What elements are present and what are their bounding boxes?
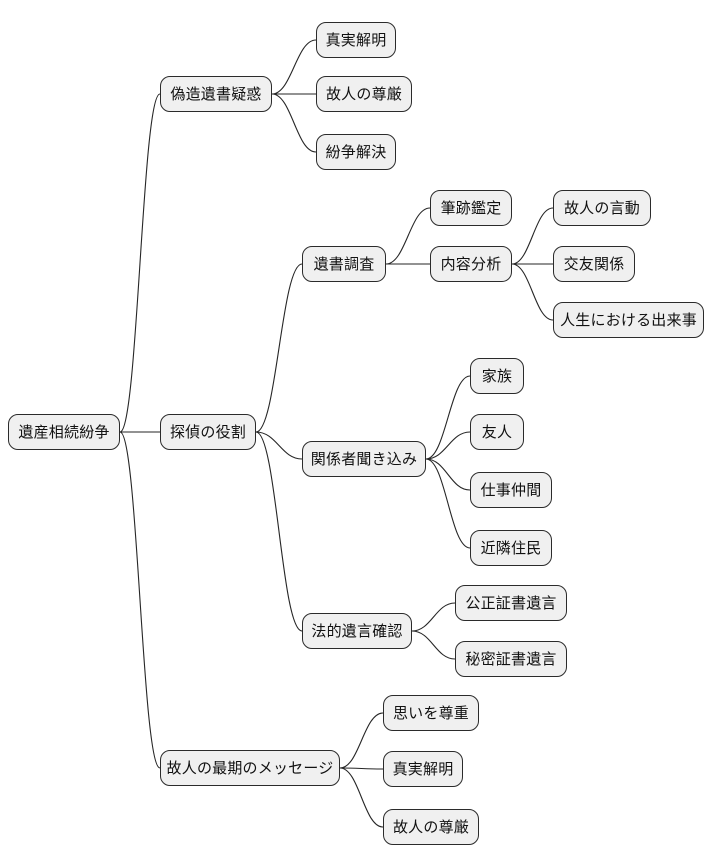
node-truth-clarification-2[interactable]: 真実解明 xyxy=(383,751,463,787)
edge xyxy=(385,207,431,265)
node-label: 友人 xyxy=(481,422,513,441)
node-respect-wishes[interactable]: 思いを尊重 xyxy=(383,695,479,731)
node-label: 偽造遺書疑惑 xyxy=(170,84,262,103)
edge xyxy=(411,630,456,660)
edge xyxy=(425,458,471,549)
node-will-investigation[interactable]: 遺書調査 xyxy=(302,246,386,282)
edge xyxy=(339,767,384,770)
node-label: 遺産相続紛争 xyxy=(18,422,110,441)
node-label: 秘密証書遺言 xyxy=(465,649,557,668)
node-label: 紛争解決 xyxy=(325,142,387,161)
node-truth-clarification[interactable]: 真実解明 xyxy=(316,22,396,58)
node-label: 筆跡鑑定 xyxy=(440,198,502,217)
node-label: 遺書調査 xyxy=(313,254,375,273)
node-label: 故人の最期のメッセージ xyxy=(166,758,334,777)
node-deceased-words-actions[interactable]: 故人の言動 xyxy=(553,190,651,226)
edge xyxy=(511,263,554,321)
node-deceased-dignity-2[interactable]: 故人の尊厳 xyxy=(383,809,479,845)
node-label: 近隣住民 xyxy=(480,538,542,557)
edge xyxy=(425,375,471,460)
node-label: 故人の尊厳 xyxy=(325,84,402,103)
edge xyxy=(119,93,161,433)
edge xyxy=(511,207,554,265)
node-family[interactable]: 家族 xyxy=(470,358,524,394)
node-life-events[interactable]: 人生における出来事 xyxy=(553,302,704,338)
node-label: 真実解明 xyxy=(392,759,454,778)
edge xyxy=(339,712,384,769)
node-interviews[interactable]: 関係者聞き込み xyxy=(302,441,426,477)
node-label: 故人の尊厳 xyxy=(392,817,469,836)
node-last-message[interactable]: 故人の最期のメッセージ xyxy=(160,750,340,786)
edge xyxy=(255,431,303,632)
node-handwriting-analysis[interactable]: 筆跡鑑定 xyxy=(430,190,512,226)
edge xyxy=(271,39,317,95)
node-content-analysis[interactable]: 内容分析 xyxy=(430,246,512,282)
node-label: 思いを尊重 xyxy=(392,703,469,722)
edge xyxy=(339,767,384,828)
node-label: 仕事仲間 xyxy=(480,480,542,499)
node-dispute-resolution[interactable]: 紛争解決 xyxy=(316,134,396,170)
edge xyxy=(425,458,471,491)
edge xyxy=(271,93,317,153)
edge xyxy=(255,431,303,460)
node-detective-role[interactable]: 探偵の役割 xyxy=(160,414,256,450)
edge xyxy=(255,263,303,433)
node-label: 探偵の役割 xyxy=(169,422,246,441)
node-label: 家族 xyxy=(481,366,513,385)
node-label: 人生における出来事 xyxy=(560,310,697,329)
node-notarized-will[interactable]: 公正証書遺言 xyxy=(455,585,567,621)
node-neighbors[interactable]: 近隣住民 xyxy=(470,530,552,566)
node-forgery-suspicion[interactable]: 偽造遺書疑惑 xyxy=(160,76,272,112)
node-deceased-dignity[interactable]: 故人の尊厳 xyxy=(316,76,412,112)
node-legal-will-check[interactable]: 法的遺言確認 xyxy=(302,613,412,649)
node-label: 関係者聞き込み xyxy=(310,449,418,468)
node-friendships[interactable]: 交友関係 xyxy=(553,246,635,282)
node-label: 法的遺言確認 xyxy=(311,621,403,640)
edge xyxy=(425,431,471,460)
node-label: 真実解明 xyxy=(325,30,387,49)
node-work-colleagues[interactable]: 仕事仲間 xyxy=(470,472,552,508)
node-label: 交友関係 xyxy=(563,254,625,273)
node-label: 公正証書遺言 xyxy=(465,593,557,612)
edge xyxy=(119,431,161,769)
node-label: 故人の言動 xyxy=(563,198,640,217)
node-label: 内容分析 xyxy=(440,254,502,273)
node-friends[interactable]: 友人 xyxy=(470,414,524,450)
edge xyxy=(411,602,456,632)
node-secret-will[interactable]: 秘密証書遺言 xyxy=(455,641,567,677)
node-root[interactable]: 遺産相続紛争 xyxy=(8,414,120,450)
